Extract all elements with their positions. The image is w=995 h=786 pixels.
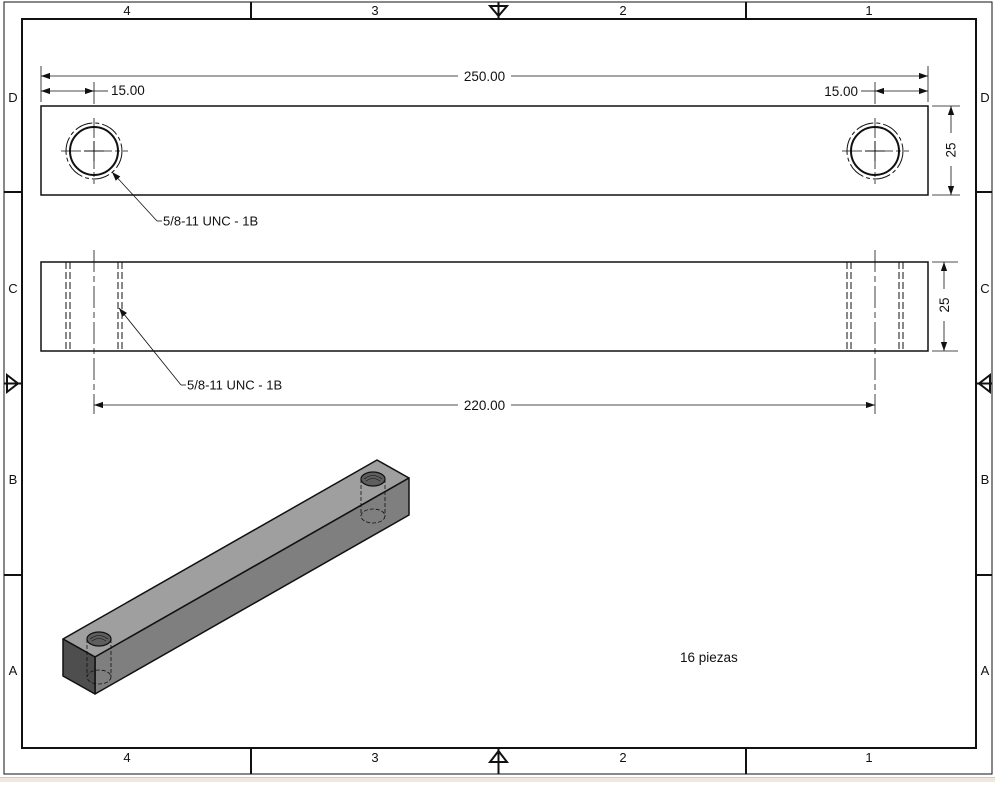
- dim-front-height: 25: [937, 297, 952, 312]
- front-view-outline: [40, 261, 929, 352]
- top-view-labels: 250.00 15.00 15.00 25 5/8-11 UNC - 1B: [111, 69, 959, 229]
- iso-hole-right: [360, 471, 386, 524]
- dim-hole-spacing: 220.00: [464, 398, 505, 413]
- dim-overall-length: 250.00: [464, 69, 505, 84]
- isometric-view: [62, 459, 410, 695]
- column-label: 2: [619, 3, 626, 18]
- quantity-note: 16 piezas: [680, 650, 738, 665]
- centering-mark-left: [4, 372, 22, 395]
- row-label: A: [981, 663, 990, 678]
- dim-right-offset: 15.00: [824, 84, 858, 99]
- column-label: 4: [123, 750, 130, 765]
- top-view: [40, 66, 960, 222]
- column-label: 1: [865, 3, 872, 18]
- top-view-hole-left: [61, 118, 128, 184]
- zone-labels: 4 3 2 1 4 3 2 1 D C B A D C B A: [8, 3, 989, 765]
- centering-mark-bottom: [487, 748, 510, 774]
- iso-hole-left: [86, 631, 112, 685]
- row-label: B: [981, 472, 990, 487]
- dim-left-offset: 15.00: [111, 83, 145, 98]
- row-label: C: [980, 281, 989, 296]
- hole-callout-top: 5/8-11 UNC - 1B: [163, 214, 258, 229]
- column-label: 2: [619, 750, 626, 765]
- row-label: D: [8, 90, 17, 105]
- column-label: 3: [371, 3, 378, 18]
- hole-leader: [118, 307, 182, 386]
- top-view-hole-right: [842, 118, 909, 184]
- hole-leader: [111, 171, 158, 222]
- column-label: 1: [865, 750, 872, 765]
- centering-mark-right: [976, 372, 992, 395]
- row-label: C: [8, 281, 17, 296]
- front-view: [40, 250, 958, 414]
- column-label: 3: [371, 750, 378, 765]
- centering-marks: [4, 2, 992, 774]
- row-label: B: [9, 472, 18, 487]
- column-label: 4: [123, 3, 130, 18]
- window-bottom-edge: [0, 777, 995, 782]
- front-view-labels: 25 5/8-11 UNC - 1B 220.00: [187, 297, 952, 413]
- front-view-hidden-hole-right: [846, 262, 904, 351]
- row-label: D: [980, 90, 989, 105]
- top-view-outline: [40, 105, 929, 196]
- hole-callout-front: 5/8-11 UNC - 1B: [187, 378, 282, 393]
- row-label: A: [9, 663, 18, 678]
- dim-top-height: 25: [944, 142, 959, 157]
- front-view-hidden-hole-left: [65, 262, 123, 351]
- iso-top-face: [62, 459, 410, 658]
- centering-mark-top: [487, 2, 510, 19]
- iso-front-face: [94, 477, 410, 695]
